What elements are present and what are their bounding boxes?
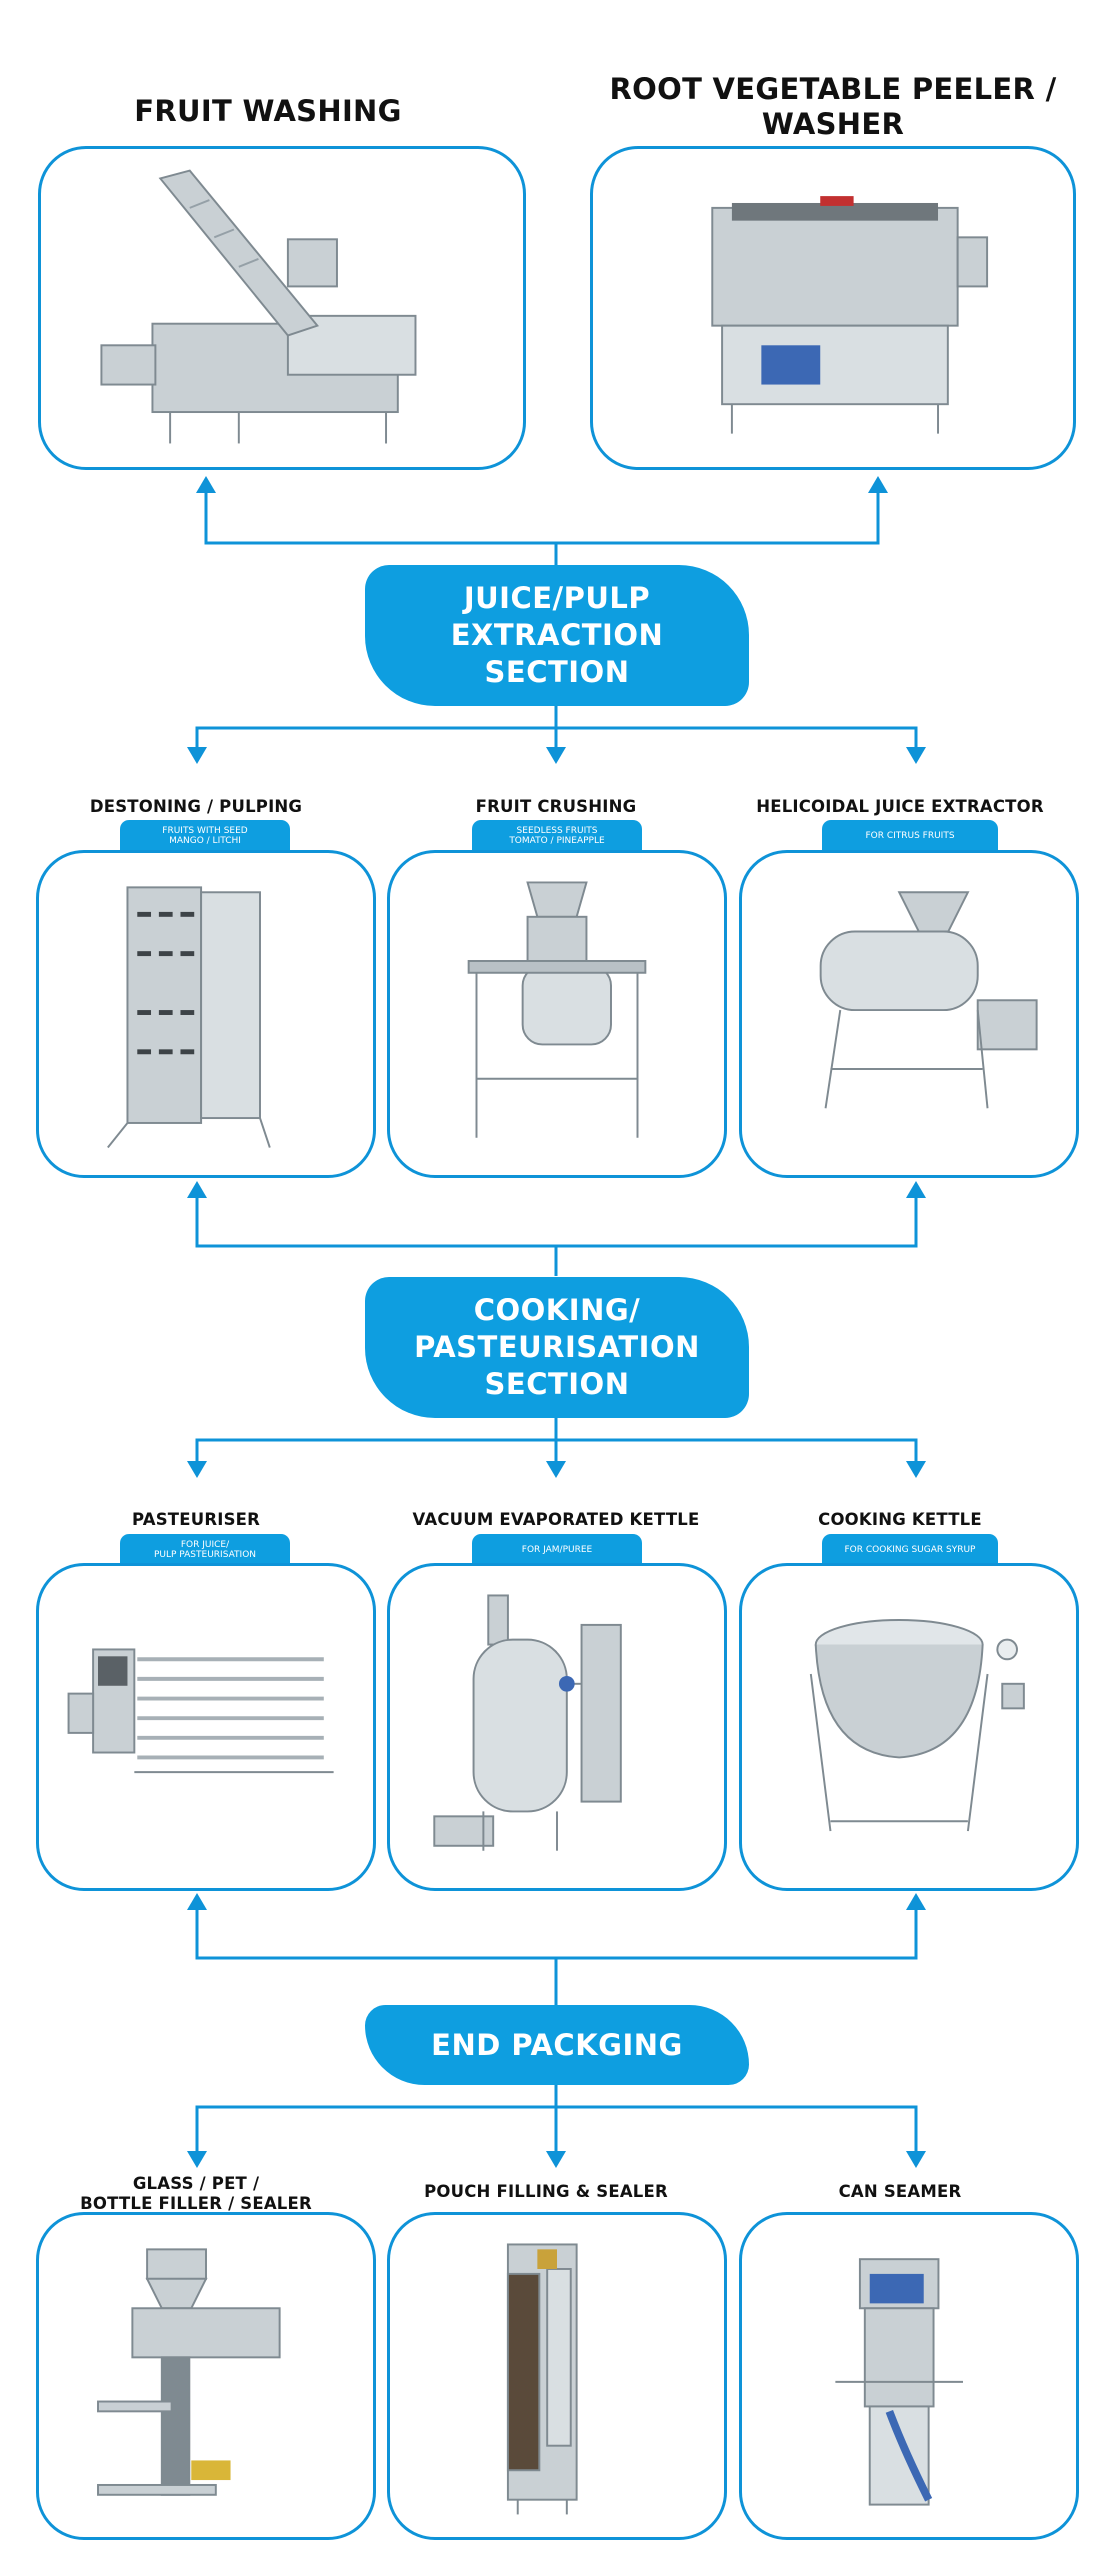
arrow-down-icon [187, 1461, 207, 1478]
pulper-cabinet-machine-icon [107, 886, 271, 1149]
crusher-hopper-machine-icon [467, 881, 647, 1138]
vacuum-kettle-title: VACUUM EVAPORATED KETTLE [412, 1510, 700, 1529]
packaging-section-line1: END PACKGING [431, 2027, 683, 2062]
cooking-section-line2: PASTEURISATION [414, 1330, 700, 1365]
tubular-pasteuriser-machine-icon [67, 1648, 334, 1774]
connector-tier3 [195, 1908, 918, 1960]
piston-filler-machine-icon [97, 2248, 281, 2496]
bottle-filler-card [36, 2212, 376, 2540]
bottle-filler-title-line1: GLASS / PET / [132, 2174, 260, 2193]
arrow-down-icon [906, 2151, 926, 2168]
destoning-tag: FRUITS WITH SEED MANGO / LITCHI [120, 820, 290, 852]
arrow-down-icon [187, 2151, 207, 2168]
cooking-kettle-title: COOKING KETTLE [818, 1510, 982, 1529]
arrow-up-icon [187, 1893, 207, 1910]
vacuum-tag-line1: FOR JAM/PUREE [521, 1544, 593, 1555]
destoning-title: DESTONING / PULPING [89, 797, 303, 816]
arrow-up-icon [196, 476, 216, 493]
root-peeler-title: ROOT VEGETABLE PEELER / WASHER [590, 72, 1076, 143]
pouch-packing-machine-icon [506, 2243, 578, 2515]
cooking-pasteurisation-section-banner: COOKING/ PASTEURISATION SECTION [365, 1277, 749, 1418]
cooking-section-line1: COOKING/ [473, 1293, 641, 1328]
destoning-card [36, 850, 376, 1178]
pasteuriser-tag-line1: FOR JUICE/ [180, 1539, 230, 1550]
vacuum-tag: FOR JAM/PUREE [472, 1534, 642, 1566]
arrow-down-icon [906, 747, 926, 764]
screw-extractor-machine-icon [819, 891, 1038, 1109]
crushing-tag-line1: SEEDLESS FRUITS [516, 825, 598, 836]
fruit-washing-card [38, 146, 526, 470]
helicoidal-extractor-title: HELICOIDAL JUICE EXTRACTOR [756, 797, 1044, 816]
can-seamer-card [739, 2212, 1079, 2540]
arrow-up-icon [906, 1893, 926, 1910]
arrow-down-icon [187, 747, 207, 764]
bottle-filler-title-line2: BOTTLE FILLER / SEALER [80, 2194, 312, 2214]
root-peeler-title-line1: ROOT VEGETABLE PEELER / [609, 72, 1057, 106]
pasteuriser-tag-line2: PULP PASTEURISATION [153, 1550, 257, 1560]
kettle-tag: FOR COOKING SUGAR SYRUP [822, 1534, 998, 1566]
helicoidal-tag: FOR CITRUS FRUITS [822, 820, 998, 852]
connector-tier1 [204, 490, 880, 545]
cooking-section-line3: SECTION [484, 1366, 630, 1401]
vacuum-kettle-card [387, 1563, 727, 1891]
cooking-kettle-card [739, 1563, 1079, 1891]
root-peeler-card [590, 146, 1076, 470]
arrow-down-icon [906, 1461, 926, 1478]
connector-tier2 [195, 1197, 918, 1248]
crushing-tag-line2: TOMATO / PINEAPPLE [509, 836, 605, 846]
pasteuriser-tag: FOR JUICE/ PULP PASTEURISATION [120, 1534, 290, 1566]
destoning-tag-line1: FRUITS WITH SEED [162, 825, 248, 836]
arrow-down-icon [546, 1461, 566, 1478]
root-peeler-title-line2: WASHER [761, 107, 905, 142]
juice-extraction-section-banner: JUICE/PULP EXTRACTION SECTION [365, 565, 749, 706]
pouch-filling-card [387, 2212, 727, 2540]
fruit-crushing-card [387, 850, 727, 1178]
juice-section-line2: EXTRACTION [450, 618, 664, 653]
brush-peeler-machine-icon [711, 196, 989, 434]
bottle-filler-title: GLASS / PET / BOTTLE FILLER / SEALER [36, 2174, 356, 2214]
arrow-down-icon [546, 747, 566, 764]
juice-section-line1: JUICE/PULP [463, 581, 651, 616]
helicoidal-extractor-card [739, 850, 1079, 1178]
tilting-kettle-machine-icon [809, 1619, 1025, 1832]
arrow-down-icon [546, 2151, 566, 2168]
can-seamer-title: CAN SEAMER [838, 2182, 962, 2201]
arrow-up-icon [187, 1181, 207, 1198]
arrow-up-icon [906, 1181, 926, 1198]
juice-section-line3: SECTION [484, 654, 630, 689]
vacuum-evaporator-machine-icon [433, 1594, 622, 1851]
fruit-crushing-title: FRUIT CRUSHING [475, 797, 637, 816]
arrow-up-icon [868, 476, 888, 493]
pasteuriser-title: PASTEURISER [131, 1510, 261, 1529]
kettle-tag-line1: FOR COOKING SUGAR SYRUP [844, 1544, 976, 1555]
helicoidal-tag-line1: FOR CITRUS FRUITS [865, 830, 955, 841]
conveyor-washer-machine-icon [100, 169, 417, 444]
crushing-tag: SEEDLESS FRUITS TOMATO / PINEAPPLE [472, 820, 642, 852]
end-packaging-section-banner: END PACKGING [365, 2005, 749, 2085]
fruit-washing-title: FRUIT WASHING [134, 94, 402, 128]
pouch-filling-title: POUCH FILLING & SEALER [424, 2182, 668, 2201]
can-seamer-machine-icon [835, 2258, 963, 2506]
destoning-tag-line2: MANGO / LITCHI [169, 836, 241, 846]
pasteuriser-card [36, 1563, 376, 1891]
